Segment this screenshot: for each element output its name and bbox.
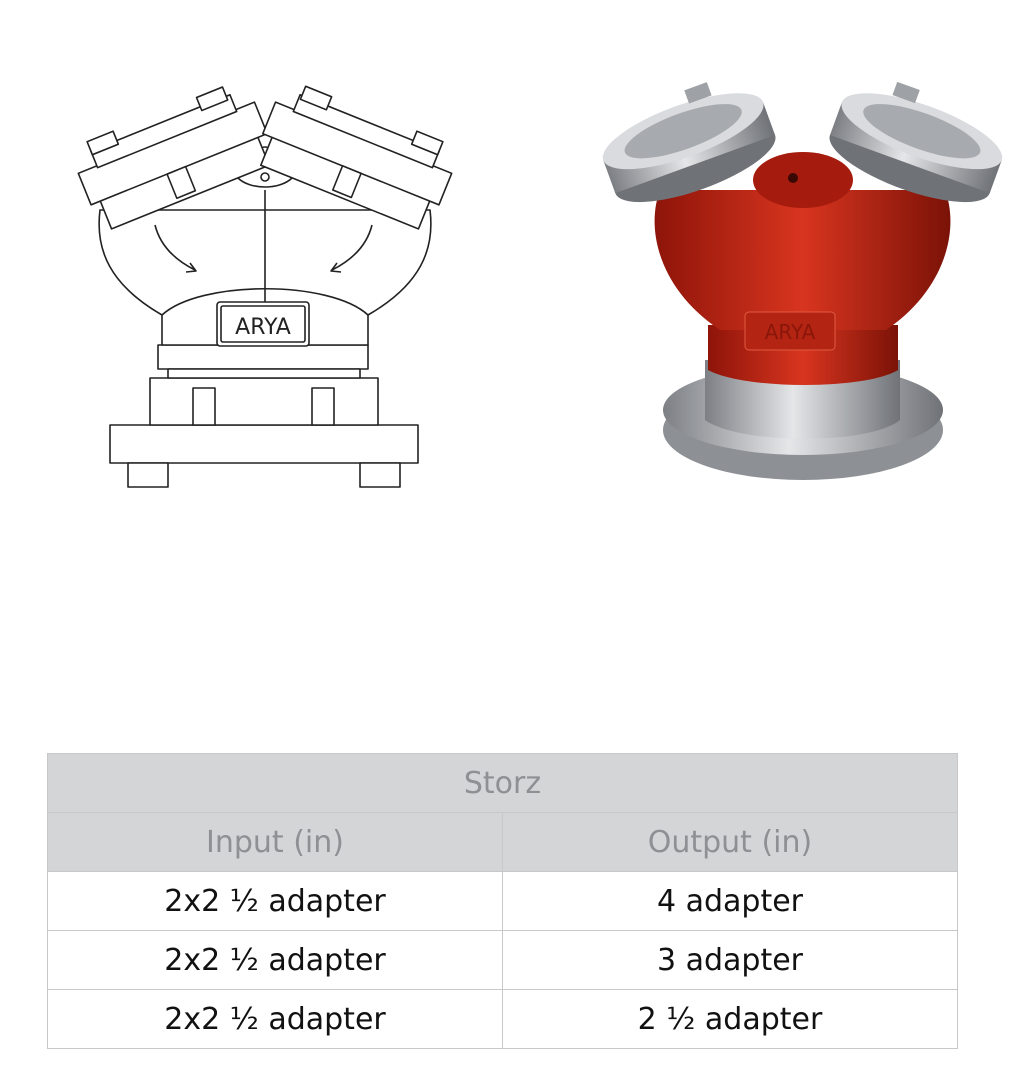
drawing-logo-text: ARYA [235,315,291,340]
cell-input: 2x2 ½ adapter [47,930,503,990]
render-logo-text: ARYA [765,320,816,344]
rendered-product-image: ARYA [602,81,1003,480]
cell-input: 2x2 ½ adapter [47,989,503,1049]
table-row: 2x2 ½ adapter 4 adapter [47,871,958,931]
storz-spec-table: Storz Input (in) Output (in) 2x2 ½ adapt… [47,753,958,1049]
table-row: 2x2 ½ adapter 2 ½ adapter [47,989,958,1049]
cell-input: 2x2 ½ adapter [47,871,503,931]
table-title-row: Storz [47,753,958,813]
table-header-row: Input (in) Output (in) [47,812,958,872]
line-drawing-figure: ARYA [77,85,453,488]
cell-output: 4 adapter [502,871,958,931]
column-header-input: Input (in) [47,812,503,872]
table-row: 2x2 ½ adapter 3 adapter [47,930,958,990]
table-title: Storz [47,753,958,813]
cell-output: 2 ½ adapter [502,989,958,1049]
column-header-output: Output (in) [502,812,958,872]
cell-output: 3 adapter [502,930,958,990]
